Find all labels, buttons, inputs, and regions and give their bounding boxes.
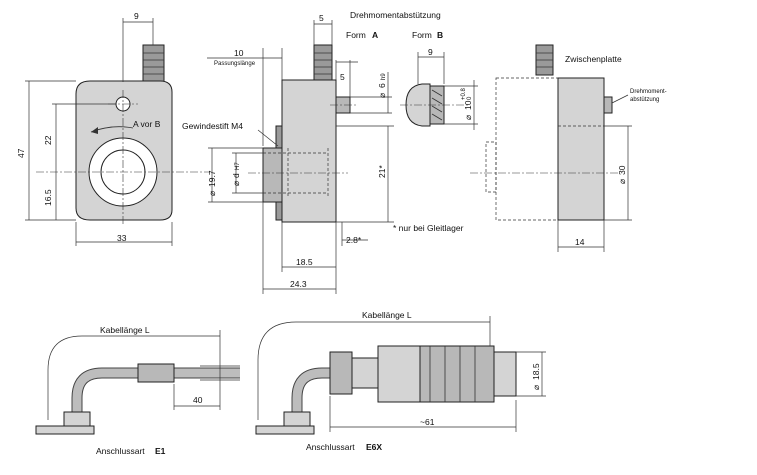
- cable-length-e1: Kabellänge L: [100, 325, 150, 335]
- dim-front-height: 47: [16, 148, 26, 158]
- e6x-end: [493, 351, 517, 397]
- front-connector: [142, 44, 165, 84]
- dim-side-21: 21*: [377, 165, 387, 178]
- dim-form-b-9: 9: [428, 47, 433, 57]
- dim-form-b-tol-lo: 0: [467, 96, 473, 100]
- form-a-letter: A: [372, 30, 378, 40]
- plate-torque-pin: [603, 96, 613, 114]
- dim-front-upper: 22: [43, 135, 53, 145]
- side-connector: [313, 44, 333, 81]
- connection-e6x-prefix: Anschlussart: [306, 442, 355, 452]
- form-b-letter: B: [437, 30, 443, 40]
- dim-plate-30: 30: [617, 165, 627, 175]
- torque-support-label: Drehmomentabstützung: [350, 10, 441, 20]
- e6x-strain-relief: [283, 411, 311, 427]
- e6x-base: [255, 425, 315, 435]
- form-a-label: Form: [346, 30, 366, 40]
- dim-front-width: 33: [117, 233, 127, 243]
- dim-side-10: 10: [234, 48, 244, 58]
- plain-bearing-note: * nur bei Gleitlager: [393, 223, 464, 233]
- dim-e6x-61: ~61: [420, 417, 435, 427]
- fit-length-label: Passungslänge: [214, 61, 256, 67]
- intermediate-plate-view: Zwischenplatte Drehmoment- abstützung 30…: [470, 44, 667, 252]
- dim-front-top: 9: [134, 11, 139, 21]
- dim-side-5-top: 5: [319, 13, 324, 23]
- e1-sleeve: [137, 363, 175, 383]
- e6x-coupling: [351, 357, 379, 389]
- e6x-nut: [329, 351, 353, 395]
- cable-length-e6x: Kabellänge L: [362, 310, 412, 320]
- e6x-cable-view: Kabellänge L 18.5 ⌀ ~61 Anschlussart E6X: [255, 310, 546, 452]
- diameter-symbol-6: ⌀: [377, 92, 387, 98]
- side-hollow-shaft: [262, 147, 283, 203]
- dim-e1-40: 40: [193, 395, 203, 405]
- dim-side-2-8: 2.8*: [346, 235, 362, 245]
- dim-form-b-tol-up: +0.8: [461, 87, 467, 100]
- dim-side-6: 6: [377, 83, 387, 88]
- side-housing: [281, 79, 337, 223]
- dim-side-18-5: 18.5: [296, 257, 313, 267]
- dim-plate-14: 14: [575, 237, 585, 247]
- e6x-body: [377, 345, 421, 403]
- dim-side-24-3: 24.3: [290, 279, 307, 289]
- dim-side-6-tol: h9: [381, 73, 387, 80]
- dim-side-5-mid: 5: [340, 72, 345, 82]
- intermediate-plate-label: Zwischenplatte: [565, 54, 622, 64]
- diameter-symbol-d: ⌀: [231, 180, 241, 186]
- e6x-sleeve: [419, 345, 495, 403]
- intermediate-plate: [557, 77, 605, 221]
- e1-strain-relief: [63, 411, 91, 427]
- diameter-symbol-10: ⌀: [463, 114, 473, 120]
- plate-hidden-housing: [495, 77, 561, 221]
- rotation-label: A vor B: [133, 119, 161, 129]
- dim-side-19-7: 19.7: [207, 170, 217, 187]
- torque-support-split-2: abstützung: [630, 97, 659, 103]
- connection-e6x: E6X: [366, 442, 382, 452]
- e1-cable-view: Kabellänge L 40 Anschlussart E1: [35, 325, 240, 456]
- diameter-symbol-19-7: ⌀: [207, 190, 217, 196]
- set-screw-label: Gewindestift M4: [182, 121, 243, 131]
- connection-e1-prefix: Anschlussart: [96, 446, 145, 456]
- dim-side-d: d: [231, 173, 241, 178]
- dim-front-lower: 16.5: [43, 189, 53, 206]
- torque-support-split-1: Drehmoment-: [630, 89, 667, 95]
- front-view: A vor B 9 47 22 16.5 33: [16, 11, 210, 246]
- side-view: Gewindestift M4 Drehmomentabstützung 5 1…: [182, 10, 441, 294]
- form-b-label: Form: [412, 30, 432, 40]
- diameter-symbol-18-5: ⌀: [531, 384, 541, 390]
- e1-base: [35, 425, 95, 435]
- dim-e6x-18-5: 18.5: [531, 363, 541, 380]
- form-details: Form A Form B 9 10 ⌀ +0.8 0: [346, 30, 478, 130]
- connection-e1: E1: [155, 446, 166, 456]
- dim-form-b-10: 10: [463, 100, 473, 110]
- dim-side-d-tol: H7: [235, 162, 241, 170]
- diameter-symbol-30: ⌀: [617, 178, 627, 184]
